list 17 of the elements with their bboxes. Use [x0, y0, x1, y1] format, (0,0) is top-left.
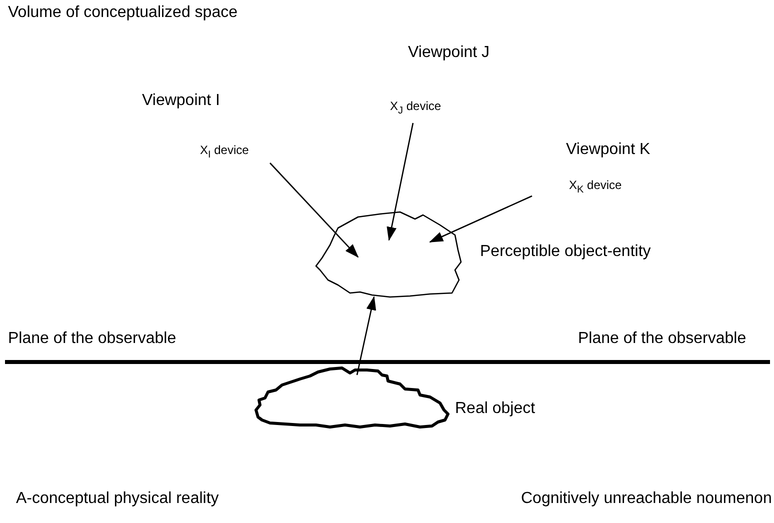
plane-label: Plane of the observable — [8, 330, 176, 348]
viewpoint-label: Viewpoint J — [408, 44, 490, 62]
region-label: Cognitively unreachable noumenon — [521, 490, 772, 508]
region-label: A-conceptual physical reality — [16, 490, 219, 508]
arrow — [270, 162, 359, 258]
device-label: X$_{K}$ device — [569, 178, 622, 196]
viewpoint-label: Viewpoint K — [566, 141, 650, 159]
object-label: Real object — [455, 400, 536, 418]
arrow — [429, 195, 532, 243]
space-label: Volume of conceptualized space — [8, 4, 238, 22]
arrow — [386, 122, 414, 241]
device-label: X$_{J}$ device — [390, 99, 442, 116]
viewpoint-label: Viewpoint I — [142, 92, 220, 110]
device-label: X$_{I}$ device — [200, 143, 249, 160]
object-label: Perceptible object-entity — [480, 243, 651, 261]
plane-label: Plane of the observable — [578, 330, 746, 348]
arrow — [356, 296, 376, 376]
